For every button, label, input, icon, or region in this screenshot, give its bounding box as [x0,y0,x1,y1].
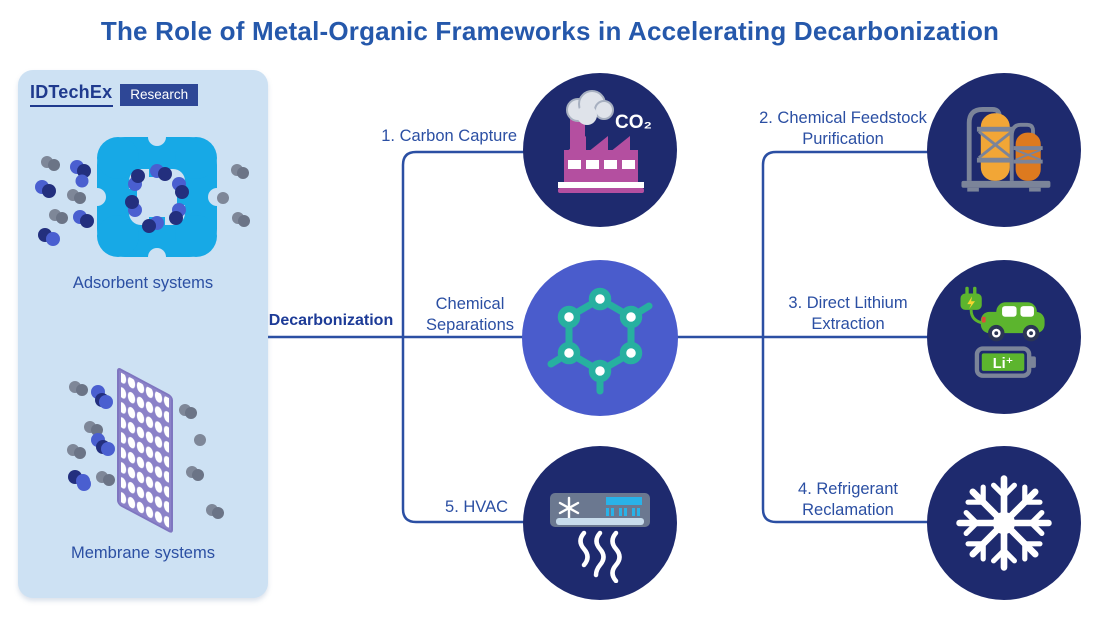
right-branch-line [761,150,932,524]
captured-molecules [125,164,189,233]
adsorbent-systems-illustration [35,128,250,266]
research-badge: Research [120,83,199,106]
mof-cage-icon [88,128,226,266]
separations-line1: Chemical [435,295,505,313]
lithium-line2: Extraction [811,315,885,333]
chemical-feedstock-label: 2. Chemical Feedstock Purification [756,108,930,150]
snowflake-icon [956,475,1052,571]
refrigerant-line2: Reclamation [802,501,894,519]
lithium-battery-icon: Li⁺ [974,346,1036,378]
chemical-separations-label: Chemical Separations [405,294,535,336]
side-panel: IDTechEx Research [18,70,268,598]
distillation-columns-icon [961,106,1051,192]
factory-co2-icon: CO₂ [558,90,652,193]
separations-line2: Separations [425,316,515,334]
charging-plug-icon [960,286,985,325]
smoke-cloud [566,90,614,125]
direct-lithium-node: Li⁺ [927,260,1081,414]
idtechex-wordmark: IDTechEx [30,82,114,107]
membrane-sheet-icon [117,368,173,533]
carbon-capture-label: 1. Carbon Capture [365,126,517,147]
adsorbent-systems-label: Adsorbent systems [72,274,214,292]
refrigerant-node [927,446,1081,600]
hvac-node [523,446,677,600]
refrigerant-line1: 4. Refrigerant [798,480,898,498]
ev-car [980,302,1045,342]
membrane-systems-illustration [67,368,224,533]
chemical-feedstock-node [927,73,1081,227]
direct-lithium-label: 3. Direct Lithium Extraction [768,293,928,335]
refrigerant-label: 4. Refrigerant Reclamation [768,479,928,521]
airflow-waves [578,530,622,583]
feedstock-line1: 2. Chemical Feedstock [759,109,927,127]
carbon-capture-node: CO₂ [523,73,677,227]
li-plus-text: Li⁺ [993,356,1014,372]
page-title: The Role of Metal-Organic Frameworks in … [100,16,1000,46]
hvac-label-text: 5. HVAC [445,498,508,516]
snowflake-glyph [558,496,580,520]
idtechex-logo: IDTechEx Research [30,82,199,107]
membrane-systems-label: Membrane systems [71,544,215,562]
air-conditioner-icon [550,493,650,583]
free-molecules [35,156,250,246]
left-branch-line [401,150,526,524]
membrane-molecules [67,381,224,519]
mof-molecule-icon [547,287,653,395]
feedstock-line2: Purification [802,130,884,148]
ev-car-battery-icon: Li⁺ [960,286,1045,378]
co2-text: CO₂ [615,112,652,133]
lithium-line1: 3. Direct Lithium [788,294,908,312]
decarbonization-label: Decarbonization [268,312,394,329]
carbon-capture-label-text: 1. Carbon Capture [381,127,517,145]
hvac-label: 5. HVAC [408,497,508,518]
chemical-separations-node [522,260,678,416]
